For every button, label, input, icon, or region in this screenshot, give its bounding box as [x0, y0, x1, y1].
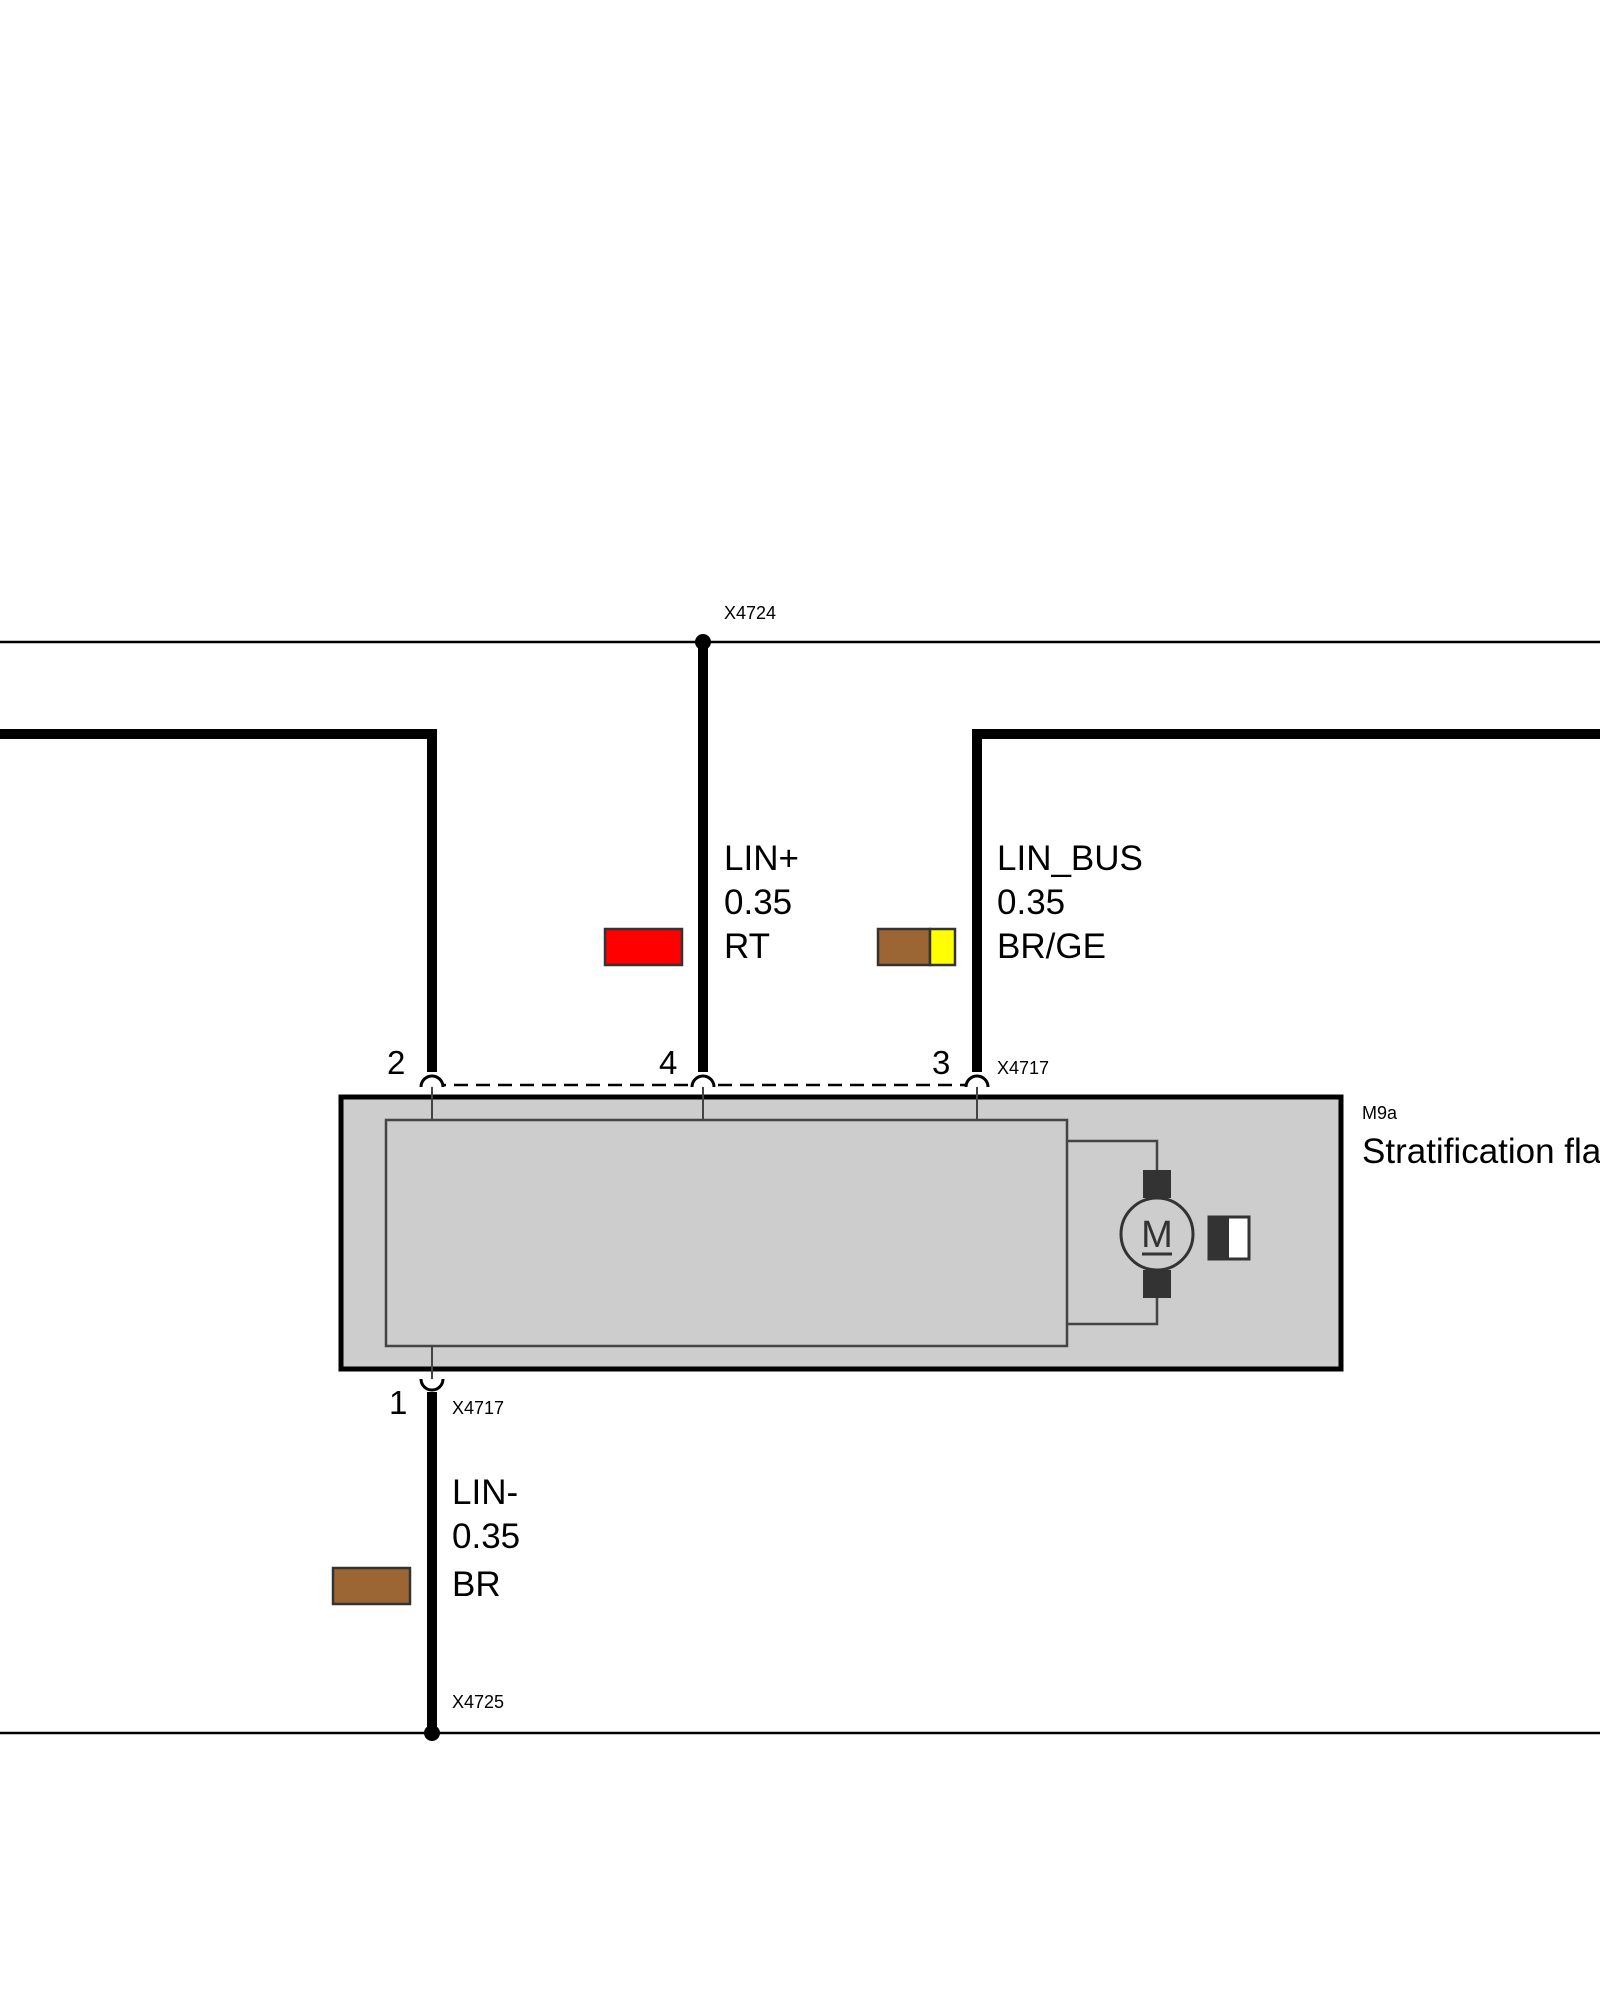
- pin-number-1: 1: [389, 1384, 407, 1421]
- wire-lin-bus[interactable]: [972, 729, 1600, 1072]
- connector-label-x4724: X4724: [724, 603, 776, 623]
- component-name: Stratification flap motor: [1362, 1132, 1600, 1171]
- splice-x4724-dot[interactable]: [695, 634, 711, 650]
- wire-lin-bus-gauge: 0.35: [997, 883, 1065, 922]
- swatch-lin-plus-red: [603, 927, 684, 967]
- swatch-lin-bus-brown: [876, 927, 932, 967]
- pin-3-contact[interactable]: [964, 1074, 990, 1088]
- motor-feed-bottom: [1067, 1298, 1159, 1326]
- wire-pin-2[interactable]: [0, 729, 437, 1072]
- wire-lin-minus-signal: LIN-: [452, 1473, 518, 1512]
- connector-label-x4725: X4725: [452, 1692, 504, 1712]
- wire-lin-plus-color: RT: [724, 927, 770, 966]
- pin-1-contact[interactable]: [419, 1378, 445, 1392]
- wire-lin-bus-signal: LIN_BUS: [997, 839, 1143, 878]
- pin-number-3: 3: [932, 1044, 950, 1081]
- swatch-lin-minus-brown: [331, 1566, 412, 1606]
- swatch-lin-bus-yellow: [928, 927, 957, 967]
- pin-number-4: 4: [659, 1044, 677, 1081]
- connector-label-x4717-top: X4717: [997, 1058, 1049, 1078]
- pin-number-2: 2: [387, 1044, 405, 1081]
- wire-lin-plus-gauge: 0.35: [724, 883, 792, 922]
- wire-lin-bus-color: BR/GE: [997, 927, 1106, 966]
- wire-lin-minus-gauge: 0.35: [452, 1517, 520, 1556]
- pin-2-contact[interactable]: [419, 1074, 445, 1088]
- connector-label-x4717-bottom: X4717: [452, 1398, 504, 1418]
- position-sensor-icon: [1207, 1215, 1251, 1261]
- splice-x4725-dot[interactable]: [424, 1725, 440, 1741]
- component-id: M9a: [1362, 1103, 1398, 1123]
- pin-4-contact[interactable]: [690, 1074, 716, 1088]
- wire-lin-minus-color: BR: [452, 1565, 501, 1604]
- motor-icon: M: [1119, 1170, 1195, 1298]
- motor-symbol-label: M: [1141, 1214, 1173, 1256]
- wire-lin-plus-signal: LIN+: [724, 839, 799, 878]
- module-inner-board: [384, 1118, 1069, 1348]
- motor-feed-top: [1067, 1139, 1159, 1170]
